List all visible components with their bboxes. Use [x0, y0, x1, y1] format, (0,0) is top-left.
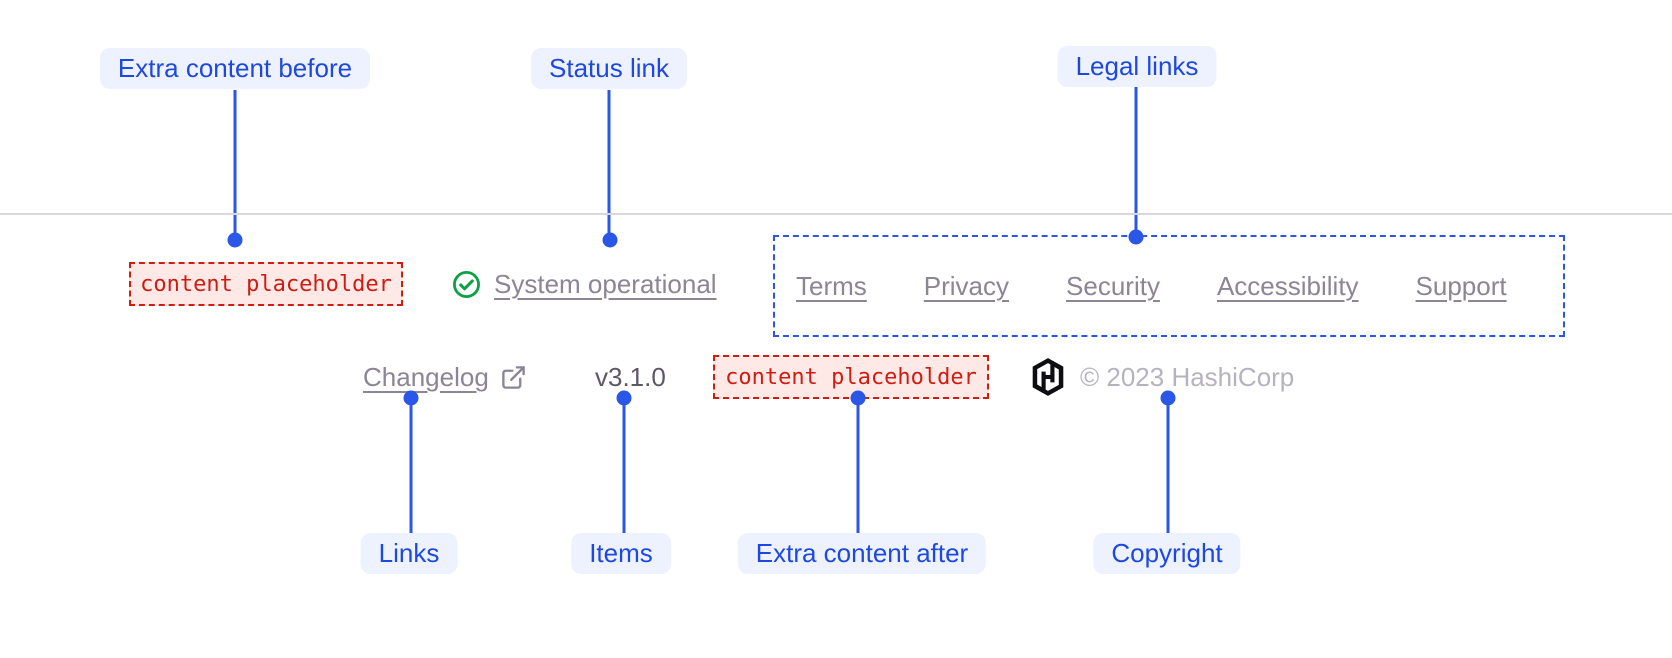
callout-dot-status-link	[602, 232, 618, 248]
callout-dot-links	[403, 390, 419, 406]
external-link-icon	[500, 364, 527, 391]
callout-dot-extra-content-after	[850, 390, 866, 406]
callout-line-items	[622, 398, 626, 533]
legal-link-support[interactable]: Support	[1415, 270, 1507, 301]
callout-dot-items	[616, 390, 632, 406]
legal-links-region: Terms Privacy Security Accessibility Sup…	[773, 235, 1565, 337]
callout-label-links: Links	[360, 533, 458, 574]
version-label: v3.1.0	[595, 361, 666, 392]
legal-link-security[interactable]: Security	[1066, 270, 1160, 301]
callout-label-status-link: Status link	[531, 48, 687, 89]
callout-label-legal-links: Legal links	[1057, 46, 1217, 87]
status-link-label[interactable]: System operational	[494, 268, 717, 299]
callout-line-extra-content-after	[856, 398, 860, 533]
copyright-label: © 2023 HashiCorp	[1080, 361, 1295, 392]
legal-link-accessibility[interactable]: Accessibility	[1216, 270, 1359, 301]
callout-dot-copyright	[1160, 390, 1176, 406]
callout-label-extra-content-after: Extra content after	[737, 533, 987, 574]
changelog-link-label[interactable]: Changelog	[363, 361, 489, 392]
callout-dot-extra-content-before	[227, 232, 243, 248]
callout-label-copyright: Copyright	[1093, 533, 1241, 574]
hashicorp-logo-icon	[1030, 357, 1066, 397]
footer-top-divider	[0, 213, 1672, 215]
callout-line-extra-content-before	[233, 90, 237, 240]
callout-line-legal-links	[1134, 87, 1138, 237]
changelog-link[interactable]: Changelog	[363, 349, 527, 405]
callout-label-extra-content-before: Extra content before	[99, 48, 371, 89]
legal-link-terms[interactable]: Terms	[796, 270, 867, 301]
callout-dot-legal-links	[1128, 229, 1144, 245]
check-circle-icon	[452, 270, 481, 299]
callout-line-copyright	[1166, 398, 1170, 533]
callout-label-items: Items	[571, 533, 671, 574]
callout-line-links	[409, 398, 413, 533]
extra-content-after-placeholder: content placeholder	[713, 355, 989, 399]
placeholder-text: content placeholder	[140, 271, 392, 297]
callout-line-status-link	[607, 90, 611, 240]
copyright: © 2023 HashiCorp	[1030, 349, 1294, 405]
extra-content-before-placeholder: content placeholder	[129, 262, 403, 306]
version-item: v3.1.0	[595, 349, 666, 405]
placeholder-text: content placeholder	[725, 364, 977, 390]
status-link[interactable]: System operational	[452, 256, 717, 312]
legal-link-privacy[interactable]: Privacy	[923, 270, 1010, 301]
